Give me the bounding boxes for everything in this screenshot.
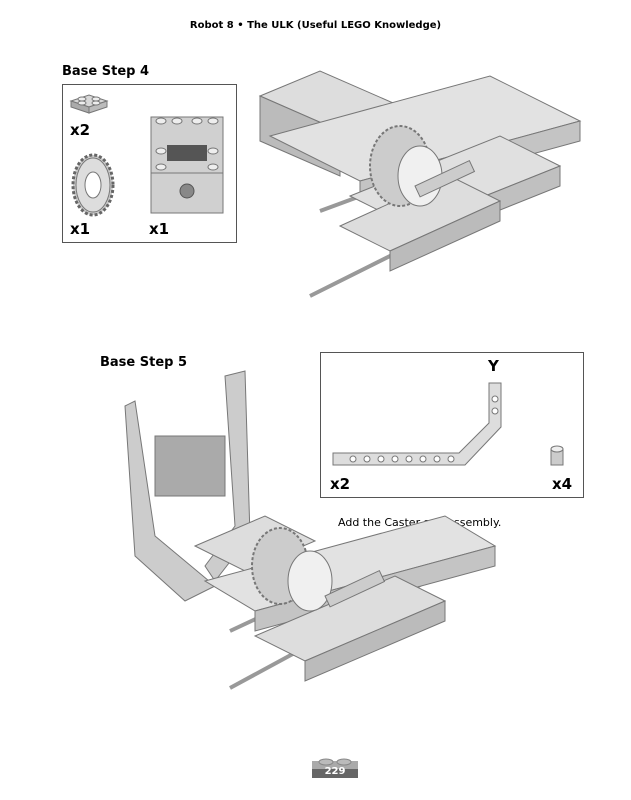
running-head: Robot 8 • The ULK (Useful LEGO Knowledge… (189, 20, 442, 31)
step-5-parts-box: Y x2 x4 (320, 352, 584, 498)
step-5-title: Base Step 5 (100, 355, 188, 370)
parts-label-y: Y (488, 357, 499, 375)
step-4-title: Base Step 4 (62, 64, 150, 79)
brick-qty: x1 (149, 220, 170, 238)
step-4-parts-box: x2 x1 x1 (62, 84, 237, 243)
gear-qty: x1 (70, 220, 91, 238)
angled-beam-icon (332, 382, 502, 466)
step-5-assembly-illustration (124, 370, 497, 690)
beam-qty: x2 (330, 475, 351, 493)
plate-qty: x2 (70, 121, 91, 139)
page-number-badge: 229 (312, 757, 358, 778)
bush-qty: x4 (552, 475, 573, 493)
gear-icon (71, 153, 115, 217)
plate-2x2-icon (69, 94, 109, 114)
brick-block-icon (150, 116, 224, 214)
step-4-assembly-illustration (258, 70, 582, 298)
lego-brick-icon (312, 758, 358, 778)
bush-icon (550, 445, 564, 466)
page-number: 229 (324, 766, 346, 777)
